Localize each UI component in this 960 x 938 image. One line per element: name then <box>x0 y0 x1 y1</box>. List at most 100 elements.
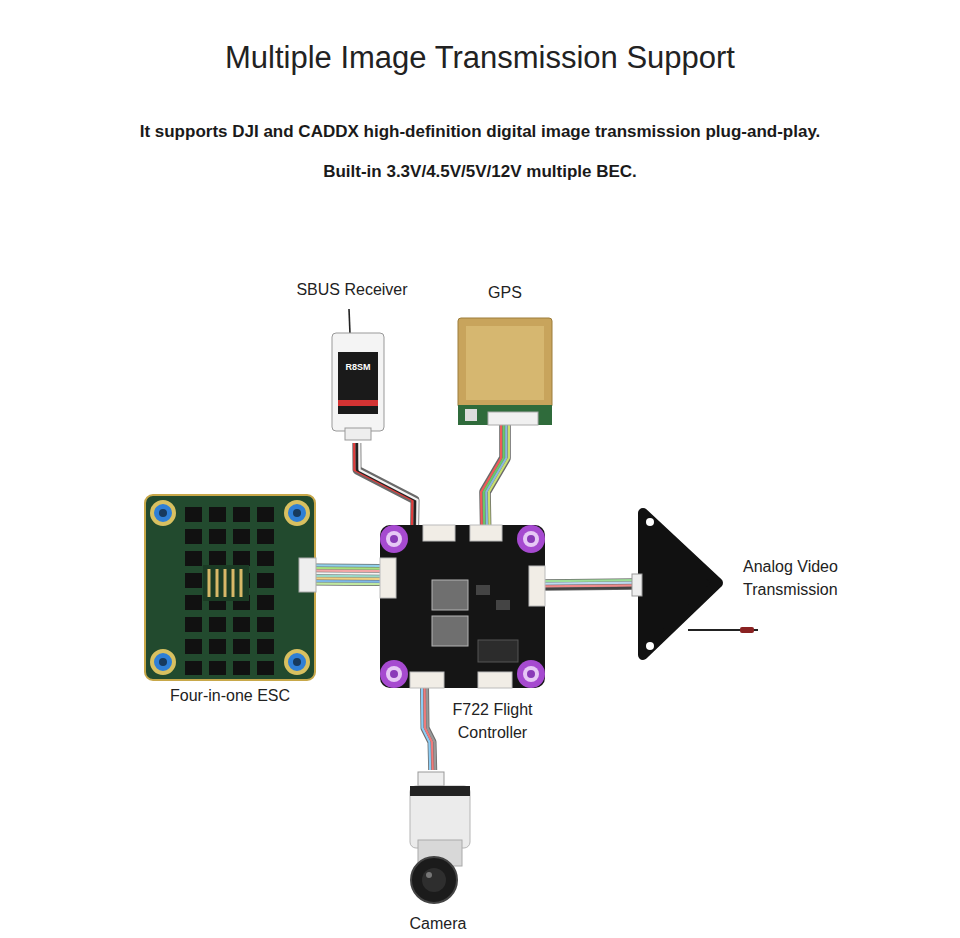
esc-illustration-part-part <box>240 569 243 597</box>
esc-illustration-part <box>286 651 308 673</box>
gps-illustration <box>458 318 552 425</box>
wire-strand <box>315 572 380 575</box>
camera-illustration-part <box>411 857 457 903</box>
wire-harness <box>422 688 435 770</box>
wire-strand <box>545 579 638 582</box>
camera-illustration-part <box>418 772 444 786</box>
flight-controller-illustration-part <box>390 535 398 543</box>
flight-controller-illustration-part <box>380 660 408 688</box>
wire-harness <box>545 580 638 589</box>
gps-illustration-part <box>465 409 477 421</box>
esc-illustration <box>145 495 316 680</box>
camera-illustration-part <box>410 786 470 848</box>
receiver-illustration-part <box>349 309 350 334</box>
esc-illustration-part-part <box>232 569 235 597</box>
flight-controller-illustration-part <box>432 580 468 610</box>
flight-controller-illustration-part <box>478 672 512 688</box>
part-label: Four-in-one ESC <box>170 684 290 707</box>
video-transmitter-illustration-part <box>646 642 654 650</box>
wire-strand <box>315 580 380 583</box>
flight-controller-illustration-part <box>529 566 545 606</box>
wire-strand <box>545 584 638 587</box>
video-transmitter-part: Analog Video Transmission <box>638 505 724 663</box>
camera-illustration-part <box>426 872 432 878</box>
flight-controller-illustration-part <box>386 531 402 547</box>
flight-controller-illustration-part <box>390 670 398 678</box>
wire-strand <box>545 582 638 585</box>
esc-illustration-part-part <box>224 569 227 597</box>
flight-controller-illustration-part <box>423 525 455 541</box>
flight-controller-illustration <box>380 525 545 688</box>
esc-illustration-part <box>159 509 167 517</box>
wire-strand <box>427 688 435 770</box>
part-label: F722 Flight Controller <box>443 698 543 744</box>
video-transmitter-illustration-part <box>646 518 654 526</box>
camera-illustration <box>410 772 470 903</box>
wire-strand <box>315 570 380 573</box>
wire-strand <box>315 577 380 580</box>
video-transmitter-illustration-part <box>632 574 642 596</box>
subtitle-line: Built-in 3.3V/4.5V/5V/12V multiple BEC. <box>323 162 637 182</box>
esc-illustration-part <box>299 558 316 592</box>
flight-controller-illustration-part <box>380 558 396 598</box>
esc-part: Four-in-one ESC <box>145 495 315 680</box>
wire-strand <box>315 575 380 578</box>
flight-controller-illustration-part <box>527 535 535 543</box>
receiver-part: SBUS Receiver <box>328 305 388 443</box>
receiver-illustration-part <box>345 428 371 440</box>
receiver-illustration-part <box>338 400 378 406</box>
esc-illustration-part <box>181 505 279 675</box>
wire-strand <box>315 567 380 570</box>
wire-harness <box>315 565 380 584</box>
esc-illustration-part-part <box>208 569 211 597</box>
esc-illustration-part <box>286 502 308 524</box>
gps-illustration-part <box>458 405 552 425</box>
part-label: SBUS Receiver <box>296 278 407 301</box>
flight-controller-illustration-part <box>496 600 510 610</box>
wire-harness <box>354 443 417 525</box>
flight-controller-illustration-part <box>517 525 545 553</box>
esc-illustration-part <box>145 495 315 680</box>
wire-strand <box>359 443 417 525</box>
wire-sheath <box>315 564 380 586</box>
flight-controller-illustration-part <box>410 672 444 688</box>
part-label: GPS <box>488 281 522 304</box>
camera-illustration-part <box>410 786 470 796</box>
flight-controller-illustration-part <box>476 585 490 595</box>
esc-illustration-part <box>152 651 174 673</box>
wire-strand <box>489 425 509 525</box>
wire-strand <box>545 587 638 590</box>
esc-illustration-part <box>293 658 301 666</box>
wire-harness <box>481 425 509 525</box>
gps-illustration-part <box>488 412 538 425</box>
flight-controller-illustration-part <box>432 616 468 646</box>
flight-controller-illustration-part <box>380 525 545 688</box>
receiver-illustration-part <box>332 333 384 431</box>
flight-controller-part: F722 Flight Controller <box>380 525 545 688</box>
gps-part: GPS <box>458 318 552 425</box>
flight-controller-illustration-part <box>527 670 535 678</box>
esc-illustration-part <box>209 569 241 597</box>
flight-controller-illustration-part <box>523 666 539 682</box>
flight-controller-illustration-part <box>523 531 539 547</box>
camera-part: Camera <box>405 770 471 905</box>
flight-controller-illustration-part <box>386 666 402 682</box>
flight-controller-illustration-part <box>517 660 545 688</box>
wire-strand <box>315 564 380 567</box>
part-label: Camera <box>410 912 467 935</box>
video-transmitter-illustration <box>632 513 758 655</box>
esc-illustration-part <box>159 658 167 666</box>
part-label: Analog Video Transmission <box>743 555 865 601</box>
camera-illustration-part <box>422 868 446 892</box>
model-marking: R8SM <box>345 362 370 372</box>
video-transmitter-illustration-part <box>740 627 754 633</box>
wire-sheath <box>545 578 638 591</box>
flight-controller-illustration-part <box>478 640 518 662</box>
esc-illustration-part <box>152 502 174 524</box>
esc-illustration-part <box>293 509 301 517</box>
page-title: Multiple Image Transmission Support <box>0 40 960 76</box>
video-transmitter-illustration-part <box>643 513 718 655</box>
gps-illustration-part <box>466 326 544 400</box>
gps-illustration-part <box>458 318 552 408</box>
flight-controller-illustration-part <box>380 525 408 553</box>
